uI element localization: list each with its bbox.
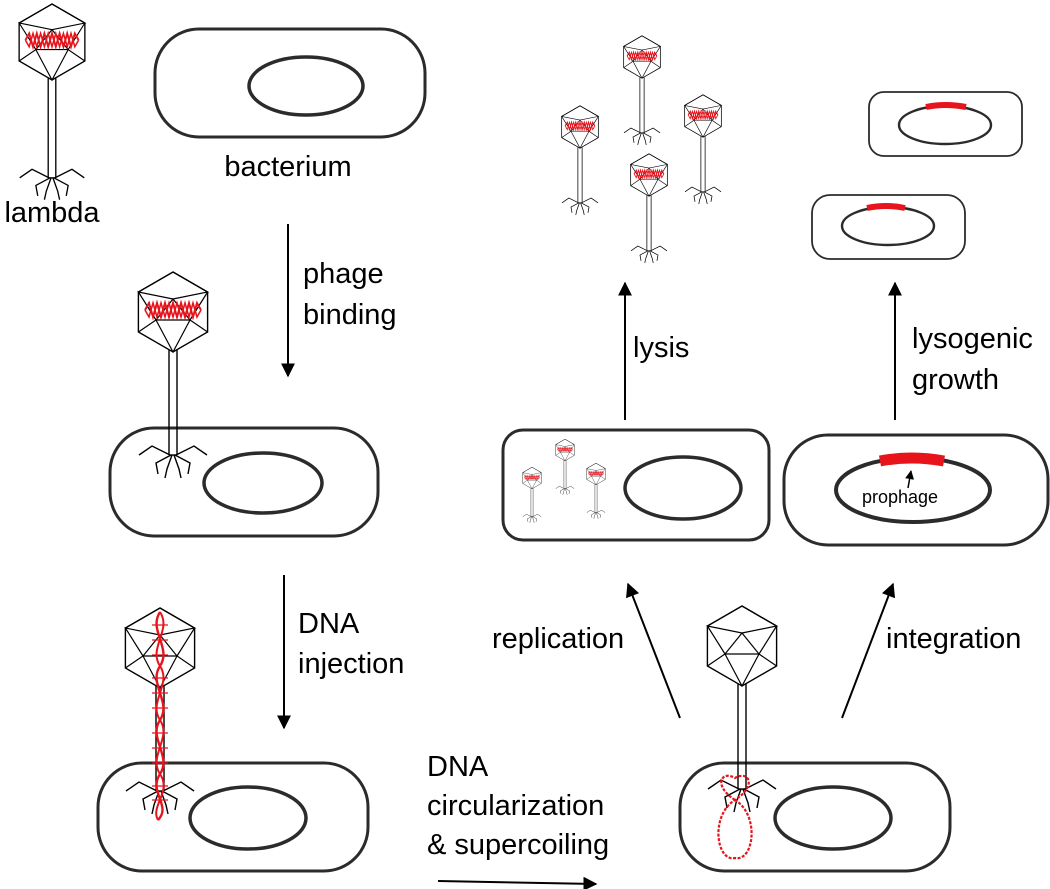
replication-label: replication: [492, 623, 624, 655]
circularized-bacterium-cell: [678, 761, 952, 873]
prophage-label: prophage: [862, 487, 938, 507]
injected-bacterium-cell: [96, 761, 370, 873]
released-phage-4: [630, 153, 668, 264]
injected-dna: [152, 611, 168, 821]
lysis-label: lysis: [633, 332, 689, 364]
released-phage-1: [561, 105, 599, 216]
supercoiled-dna: [717, 774, 753, 860]
integration-arrow: [841, 582, 896, 719]
bacterium-label: bacterium: [224, 151, 351, 183]
circularization-label-line1: DNA: [427, 751, 489, 783]
lambda-label: lambda: [4, 197, 100, 229]
phage-binding-label-line2: binding: [303, 299, 397, 331]
lysogenic-bacterium-cell: [782, 433, 1050, 547]
daughter-lysogen-1: [868, 91, 1023, 157]
bound-bacterium-cell: [108, 426, 380, 538]
replication-arrow: [626, 582, 681, 719]
released-phage-3: [684, 94, 722, 205]
bacterium-cell: [153, 27, 427, 139]
prophage-pointer: [905, 470, 915, 489]
lysogenic-growth-label-line2: growth: [912, 364, 999, 396]
integration-label: integration: [886, 623, 1021, 655]
lysogenic-growth-label-line1: lysogenic: [912, 323, 1033, 355]
dna-injection-label-line1: DNA: [298, 608, 360, 640]
phage-binding-label-line1: phage: [303, 258, 384, 290]
released-phage-2: [623, 35, 661, 146]
lytic-bacterium-cell: [501, 428, 771, 542]
daughter-lysogen-2: [811, 194, 966, 260]
circularization-arrow: [437, 876, 598, 889]
circularization-label-line2: circularization: [427, 790, 604, 822]
dna-injection-label-line2: injection: [298, 648, 404, 680]
lambda-phage-free: [18, 3, 86, 201]
circularization-label-line3: & supercoiling: [427, 829, 609, 861]
prophage-segment: [878, 452, 945, 467]
